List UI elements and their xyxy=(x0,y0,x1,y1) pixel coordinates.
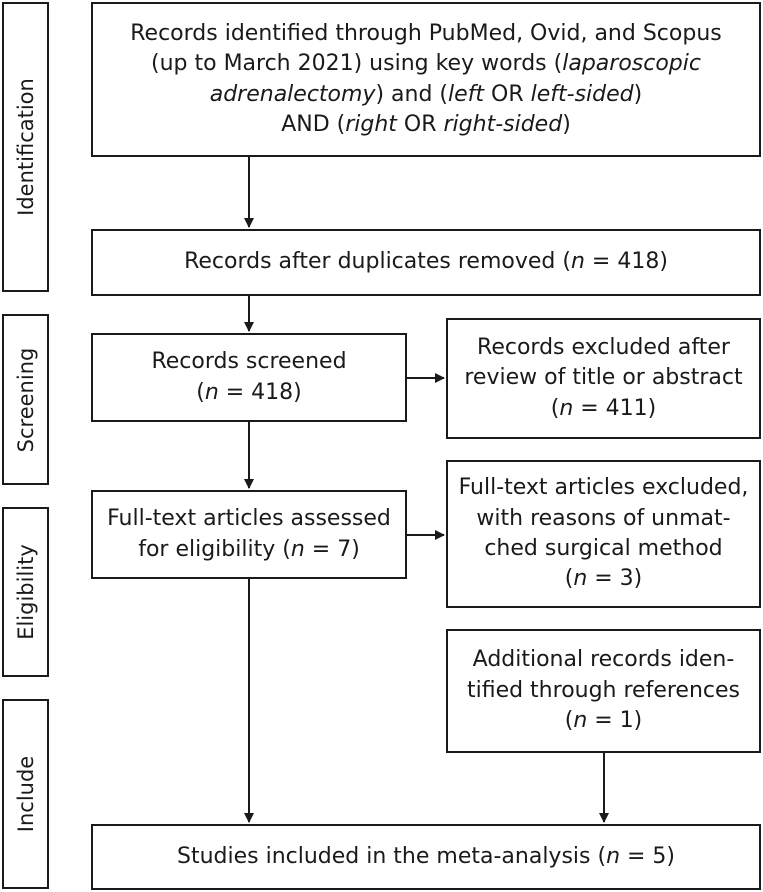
fulltext-excluded-line-2: with reasons of unmat- xyxy=(476,505,731,531)
excluded-title-line-3: (n = 411) xyxy=(550,395,657,421)
excluded-title-line-1: Records excluded after xyxy=(477,334,730,360)
duplicates-removed-text: Records after duplicates removed (n = 41… xyxy=(184,249,668,275)
fulltext-excluded-line-4: (n = 3) xyxy=(564,566,643,592)
fulltext-excluded-line-1: Full-text articles excluded, xyxy=(458,475,749,501)
box-fulltext-excluded: Full-text articles excluded, with reason… xyxy=(446,460,761,608)
identified-line-1: Records identified through PubMed, Ovid,… xyxy=(130,20,722,46)
box-records-excluded: Records excluded after review of title o… xyxy=(446,318,761,439)
fulltext-assessed-line-2: for eligibility (n = 7) xyxy=(138,536,360,562)
screened-line-2: (n = 418) xyxy=(196,379,302,405)
excluded-title-line-2: review of title or abstract xyxy=(464,365,743,391)
box-records-identified: Records identified through PubMed, Ovid,… xyxy=(91,2,761,157)
screened-line-1: Records screened xyxy=(151,349,347,375)
box-records-screened: Records screened (n = 418) xyxy=(91,333,407,422)
identified-line-3: adrenalectomy) and (left OR left-sided) xyxy=(209,81,643,107)
stage-screening: Screening xyxy=(2,314,49,485)
box-fulltext-assessed: Full-text articles assessed for eligibil… xyxy=(91,490,407,579)
fulltext-excluded-line-3: ched surgical method xyxy=(484,536,723,561)
stage-eligibility: Eligibility xyxy=(2,507,49,677)
identified-line-2: (up to March 2021) using key words (lapa… xyxy=(151,51,701,77)
additional-line-1: Additional records iden- xyxy=(472,647,735,673)
identified-line-4: AND (right OR right-sided) xyxy=(281,111,571,137)
stage-include: Include xyxy=(2,699,49,889)
fulltext-assessed-line-1: Full-text articles assessed xyxy=(107,506,391,532)
box-additional-records: Additional records iden- tified through … xyxy=(446,629,761,753)
stage-identification: Identification xyxy=(2,2,49,292)
box-duplicates-removed: Records after duplicates removed (n = 41… xyxy=(91,229,761,296)
additional-line-2: tified through references xyxy=(466,677,741,703)
box-studies-included: Studies included in the meta-analysis (n… xyxy=(91,824,761,890)
studies-included-text: Studies included in the meta-analysis (n… xyxy=(176,843,676,869)
additional-line-3: (n = 1) xyxy=(564,708,643,734)
